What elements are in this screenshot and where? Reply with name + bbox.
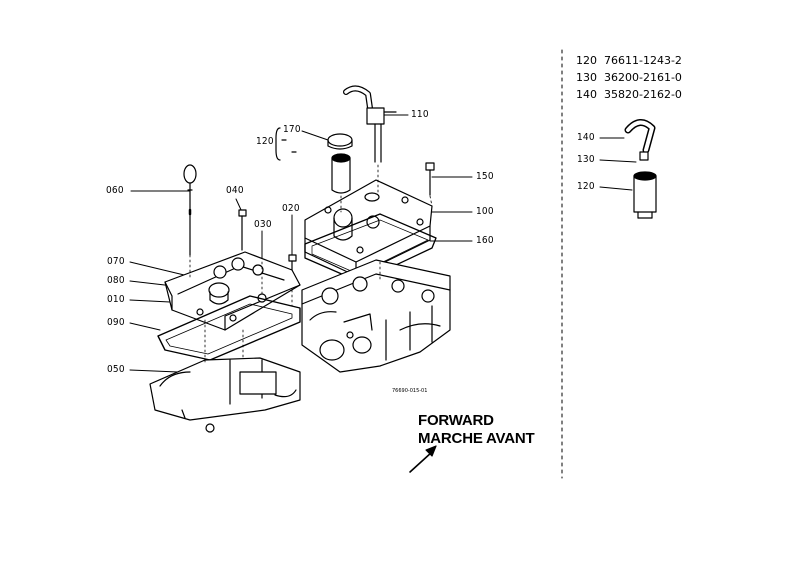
callout-010: 010 (107, 294, 125, 305)
dipstick (183, 164, 197, 256)
part-number: 36200-2161-0 (604, 71, 682, 84)
direction-label-english: FORWARD (418, 412, 494, 429)
callout-170: 170 (283, 124, 301, 135)
detail-callout-120: 120 (577, 181, 595, 192)
callout-100: 100 (476, 206, 494, 217)
callout-160: 160 (476, 235, 494, 246)
callout-090: 090 (107, 317, 125, 328)
callout-020: 020 (282, 203, 300, 214)
part-number: 76611-1243-2 (604, 54, 682, 67)
part-number: 35820-2162-0 (604, 88, 682, 101)
engine-block-left (149, 357, 301, 433)
bolts (238, 162, 435, 291)
detail-callout-130: 130 (577, 154, 595, 165)
parts-reference-row: 140 35820-2162-0 (576, 88, 682, 101)
direction-label-french: MARCHE AVANT (418, 430, 535, 447)
callout-040: 040 (226, 185, 244, 196)
detail-callout-140: 140 (577, 132, 595, 143)
callout-120: 120 (256, 136, 274, 147)
parts-reference-row: 130 36200-2161-0 (576, 71, 682, 84)
assembly-lines (189, 164, 433, 363)
oil-pipe (343, 85, 397, 163)
callout-060: 060 (106, 185, 124, 196)
rocker-gasket-left (157, 295, 301, 361)
callout-030: 030 (254, 219, 272, 230)
callout-150: 150 (476, 171, 494, 182)
callout-050: 050 (107, 364, 125, 375)
reference-number: 120 (576, 54, 597, 67)
forward-arrow (409, 445, 437, 473)
callout-070: 070 (107, 256, 125, 267)
reference-number: 140 (576, 88, 597, 101)
cylinder-head-right (301, 259, 451, 373)
rocker-cover-left (164, 251, 301, 331)
filler-cap (327, 133, 353, 194)
group-bracket (275, 127, 281, 161)
detail-hose-assembly (624, 119, 657, 219)
callout-080: 080 (107, 275, 125, 286)
reference-number: 130 (576, 71, 597, 84)
parts-reference-list: 120 76611-1243-2 130 36200-2161-0 140 35… (576, 54, 682, 101)
parts-reference-row: 120 76611-1243-2 (576, 54, 682, 67)
drawing-code: 76690-015-01 (392, 388, 428, 394)
callout-110: 110 (411, 109, 429, 120)
rocker-gasket-right (304, 213, 437, 283)
